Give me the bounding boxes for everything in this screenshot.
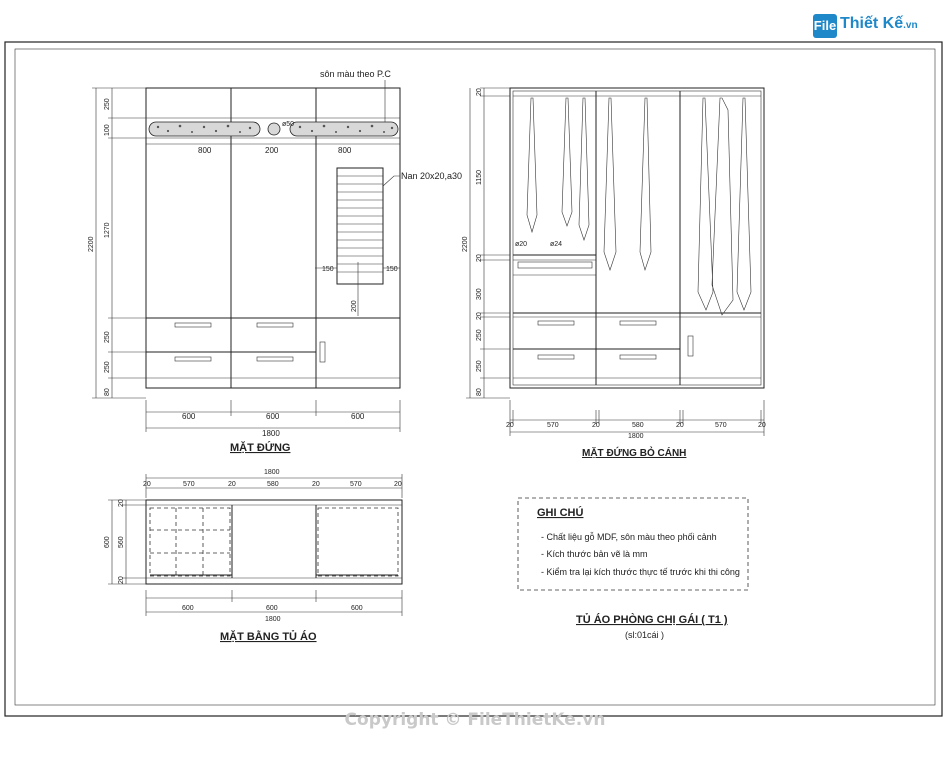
dim-top-1: 800 xyxy=(198,146,212,155)
dim-h-3: 1270 xyxy=(104,222,111,238)
logo-name: Thiết Kế xyxy=(840,15,904,32)
sec-h-7: 250 xyxy=(476,360,483,372)
sec-w-4: 580 xyxy=(632,422,644,429)
plan-w-6: 570 xyxy=(350,481,362,488)
sec-h-3: 20 xyxy=(476,254,483,262)
front-elevation xyxy=(92,80,401,432)
sec-h-2: 1150 xyxy=(476,170,483,185)
sec-h-8: 80 xyxy=(476,388,483,396)
note-item: - Kích thước bản vẽ là mm xyxy=(541,549,647,559)
dim-bottom-1: 600 xyxy=(182,412,196,421)
sec-total-height: 2200 xyxy=(462,236,469,252)
plan-w-1: 20 xyxy=(143,481,151,488)
plan-w-3: 20 xyxy=(228,481,236,488)
sec-h-1: 20 xyxy=(476,88,483,96)
sec-w-2: 570 xyxy=(547,422,559,429)
plan-w-5: 20 xyxy=(312,481,320,488)
rod-note: ø24 xyxy=(550,241,562,248)
plan-w-7: 20 xyxy=(394,481,402,488)
notes-heading: GHI CHÚ xyxy=(537,506,584,519)
hanging-clothes xyxy=(526,97,752,316)
plan-d-2: 560 xyxy=(118,536,125,548)
plan-d-1: 20 xyxy=(118,499,125,507)
copyright-watermark: Copyright © FileThietKe.vn xyxy=(344,710,606,730)
dim-slat-left: 150 xyxy=(322,266,334,273)
dim-h-1: 250 xyxy=(104,98,111,110)
sec-w-3: 20 xyxy=(592,422,600,429)
notes-box xyxy=(517,497,749,591)
sec-total: 1800 xyxy=(628,433,644,440)
dim-top-3: 800 xyxy=(338,146,352,155)
section-title: MẶT ĐỨNG BỎ CÁNH xyxy=(582,446,686,459)
plan-b-2: 600 xyxy=(266,605,278,612)
sec-w-7: 20 xyxy=(758,422,766,429)
plan-d-3: 20 xyxy=(118,576,125,584)
dim-h-2: 100 xyxy=(104,124,111,136)
sheet-border xyxy=(4,41,943,717)
logo-suffix: .vn xyxy=(903,20,918,31)
sec-w-6: 570 xyxy=(715,422,727,429)
section-elevation xyxy=(466,87,765,436)
dim-h-5: 250 xyxy=(104,361,111,373)
dim-slat-height: 200 xyxy=(351,300,358,312)
rod-note-2: ø20 xyxy=(515,241,527,248)
dim-total-height: 2200 xyxy=(88,236,95,252)
sec-w-5: 20 xyxy=(676,422,684,429)
dim-bottom-2: 600 xyxy=(266,412,280,421)
dim-h-4: 250 xyxy=(104,331,111,343)
front-title: MẶT ĐỨNG xyxy=(230,441,290,454)
dim-total: 1800 xyxy=(262,429,280,438)
sec-h-4: 300 xyxy=(476,288,483,300)
sec-h-6: 250 xyxy=(476,329,483,341)
paint-note: sôn màu theo P.C xyxy=(320,69,391,79)
sec-h-5: 20 xyxy=(476,312,483,320)
plan-b-1: 600 xyxy=(182,605,194,612)
plan-total-depth: 600 xyxy=(104,536,111,548)
plan-view xyxy=(108,474,403,616)
logo-mark: File xyxy=(813,14,837,38)
dim-bottom-3: 600 xyxy=(351,412,365,421)
plan-w-2: 570 xyxy=(183,481,195,488)
stone-strip xyxy=(148,121,261,137)
stone-strip xyxy=(289,121,399,137)
product-qty: (sl:01cái ) xyxy=(625,630,664,640)
plan-total-bottom: 1800 xyxy=(265,616,281,623)
dim-diam: ø50 xyxy=(282,121,294,128)
sheet-inner-border xyxy=(14,48,936,706)
round-knob xyxy=(267,122,281,136)
logo-text: Thiết Kế.vn xyxy=(840,15,918,33)
note-item: - Chất liệu gỗ MDF, sôn màu theo phối cả… xyxy=(541,532,717,542)
product-name: TỦ ÁO PHÒNG CHỊ GÁI ( T1 ) xyxy=(576,613,728,626)
plan-total-top: 1800 xyxy=(264,469,280,476)
note-item: - Kiểm tra lại kích thước thực tế trước … xyxy=(541,567,740,577)
slat-panel xyxy=(336,167,384,285)
dim-top-2: 200 xyxy=(265,146,279,155)
sec-w-1: 20 xyxy=(506,422,514,429)
dim-h-6: 80 xyxy=(104,388,111,396)
dim-slat-right: 150 xyxy=(386,266,398,273)
plan-title: MẶT BẰNG TỦ ÁO xyxy=(220,630,317,643)
plan-w-4: 580 xyxy=(267,481,279,488)
slat-note: Nan 20x20,a30 xyxy=(401,171,462,181)
plan-b-3: 600 xyxy=(351,605,363,612)
